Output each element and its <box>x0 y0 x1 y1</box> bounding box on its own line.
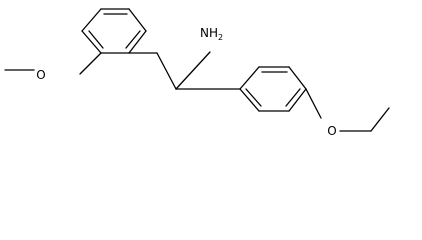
bond-ring-a-3 <box>128 8 147 32</box>
chemical-structure-diagram: O NH2 O <box>4 8 390 138</box>
bond-ring-b-6 <box>239 88 260 112</box>
bond-ring-a-6 <box>81 30 102 54</box>
oxygen-label-right: O <box>327 124 336 138</box>
amine-label: NH2 <box>200 26 223 42</box>
bond-ring-b-1 <box>239 66 260 90</box>
oxygen-label-left: O <box>36 68 45 82</box>
methoxy-group: O <box>4 52 102 82</box>
bond-ring-a-4 <box>128 30 147 54</box>
bond-ch2-to-ch3 <box>370 107 390 132</box>
bond-ring-b-4 <box>288 88 307 112</box>
bond-ring-a-1 <box>81 8 102 32</box>
ethoxy-group: O <box>305 88 390 138</box>
double-bond-ring-b-2 <box>285 88 301 107</box>
bond-ring-b-3 <box>288 66 307 90</box>
bond-ring-to-oxygen-left <box>79 52 102 75</box>
double-bond-ring-b-3 <box>245 88 262 107</box>
bond-ch2-to-ch <box>156 52 177 90</box>
double-bond-ring-a-2 <box>125 30 141 49</box>
bond-ch-to-amine <box>175 51 211 90</box>
ethylamine-chain: NH2 <box>128 26 241 90</box>
double-bond-ring-a-3 <box>88 30 104 49</box>
methoxyphenyl-ring <box>81 8 147 54</box>
bond-ring-to-oxygen-right <box>305 88 322 119</box>
ethoxyphenyl-ring <box>239 66 307 112</box>
